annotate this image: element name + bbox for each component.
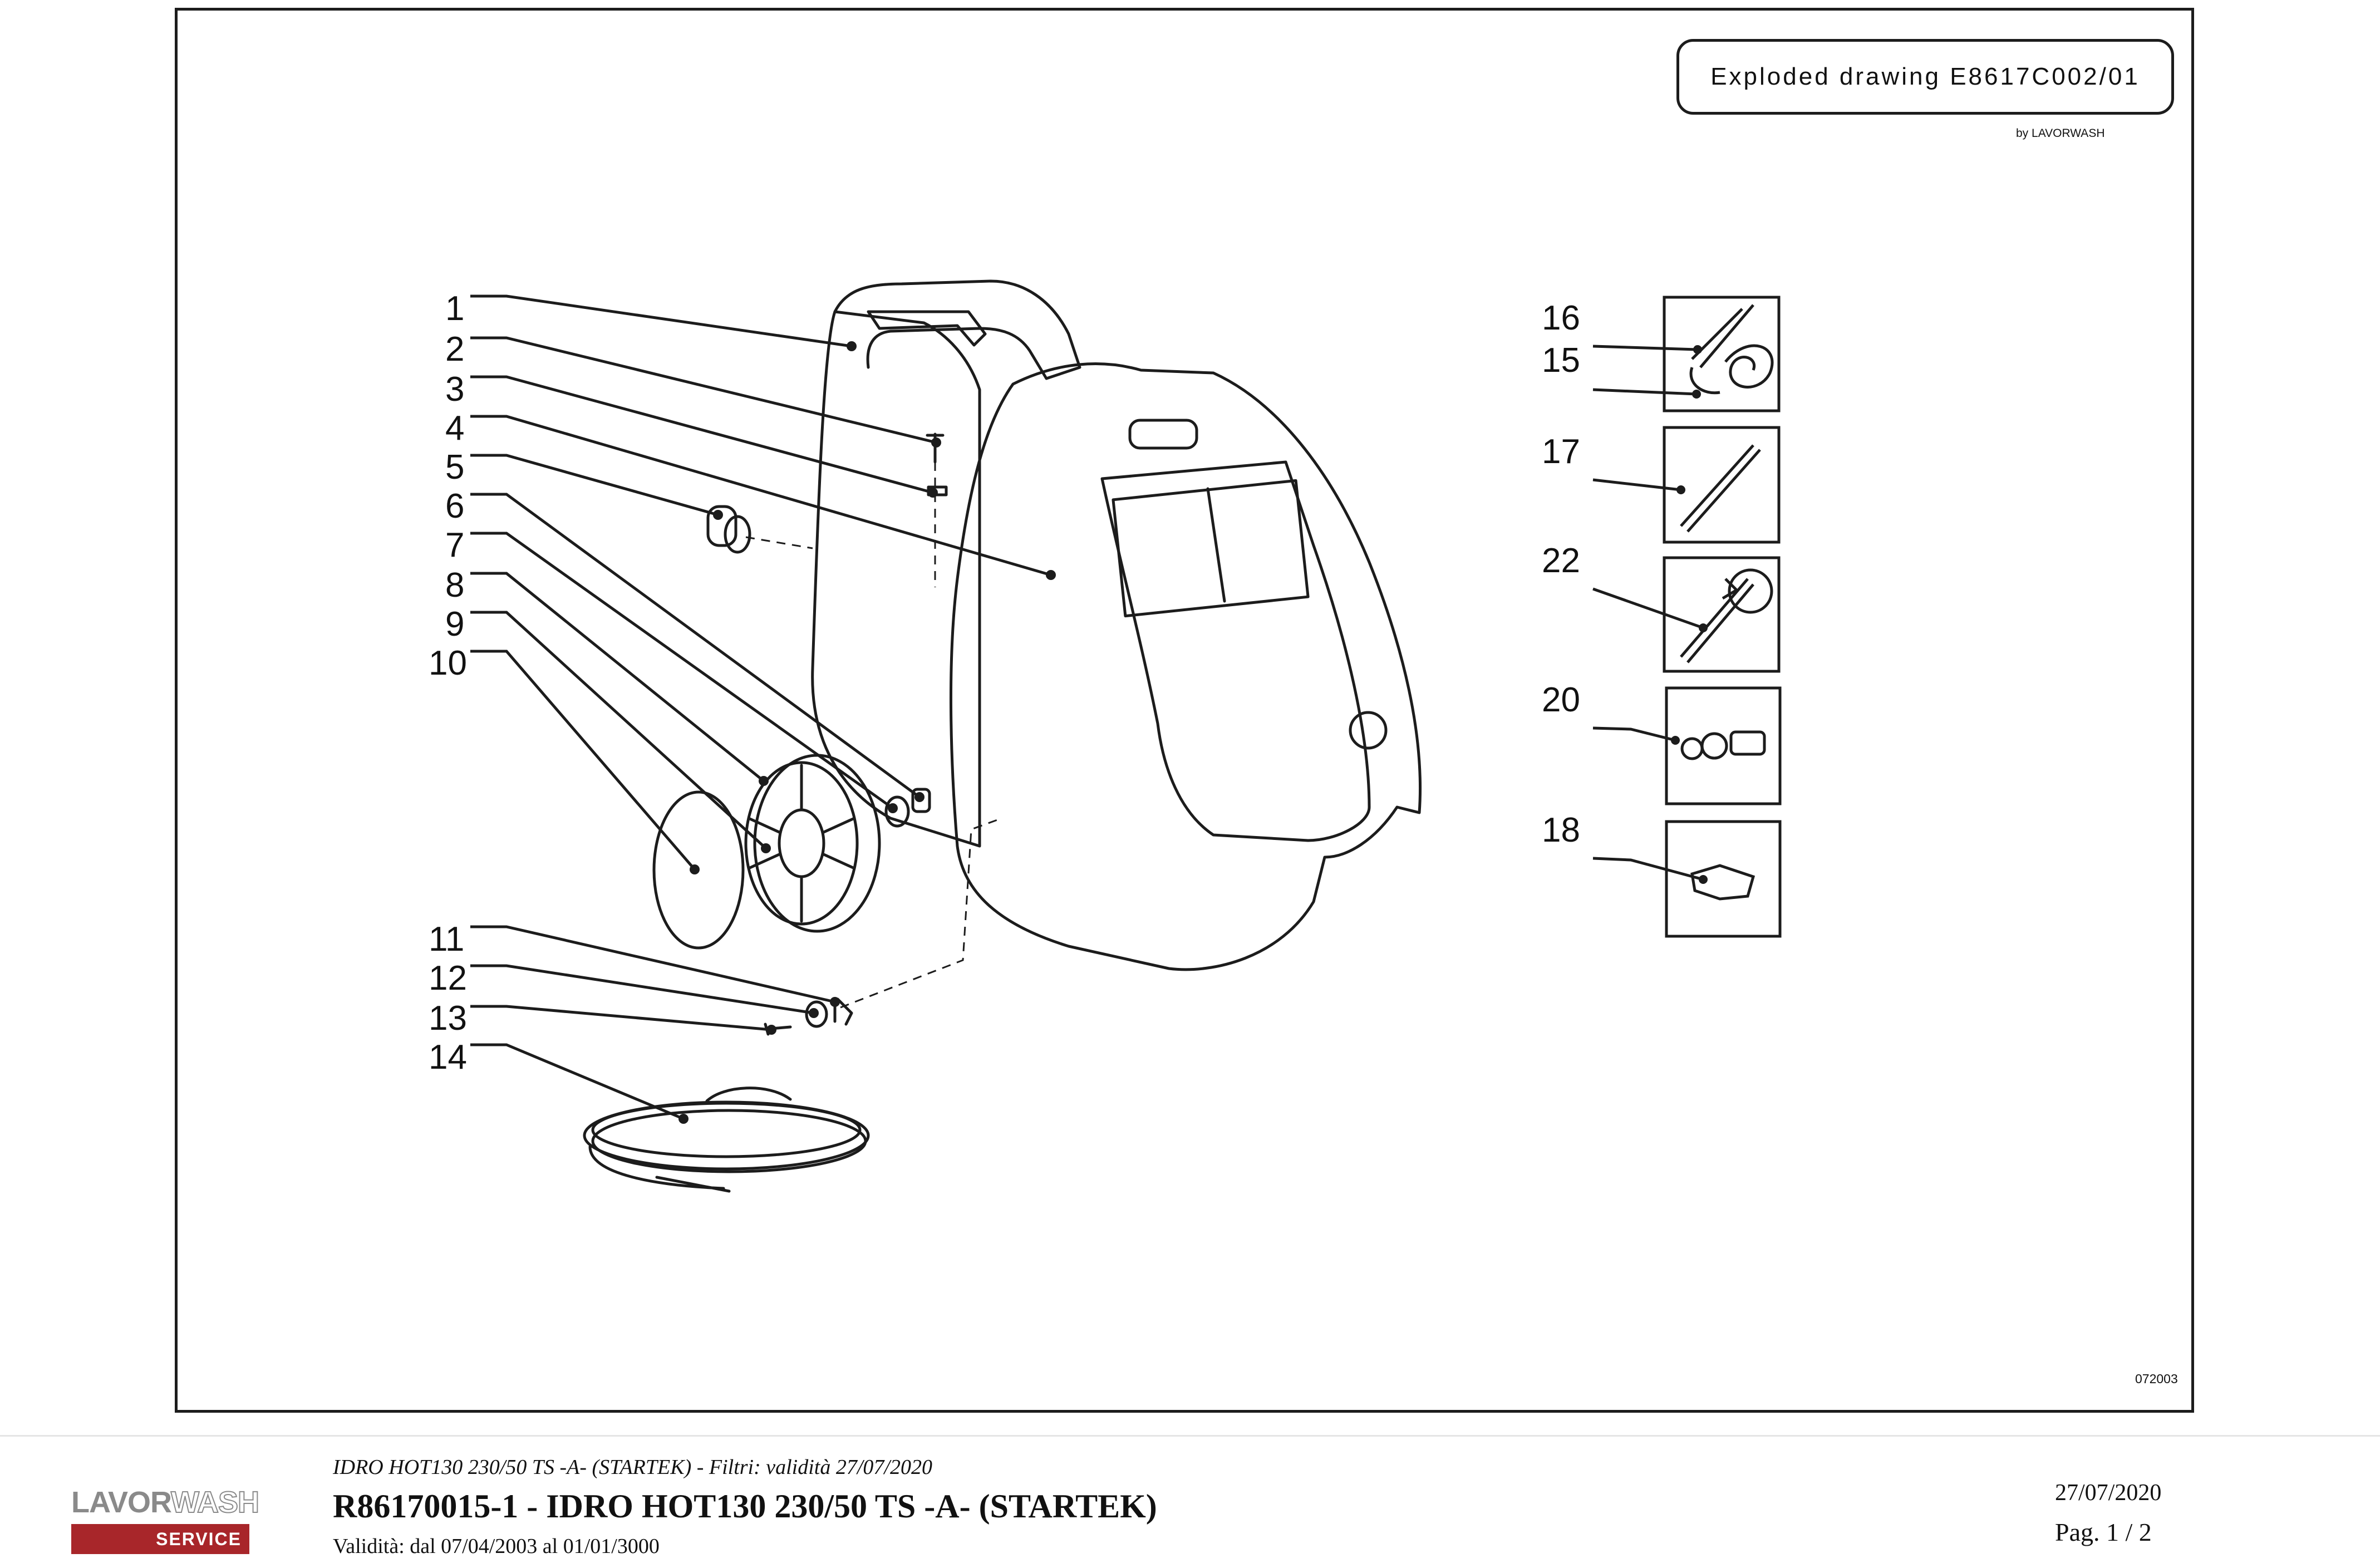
drawing-code: 072003	[2135, 1372, 2178, 1386]
logo-service-bar: SERVICE	[71, 1524, 249, 1554]
frame-part	[811, 310, 981, 848]
part-label-12: 12	[429, 959, 467, 997]
part-label-7: 7	[445, 526, 464, 564]
handle-grip	[867, 310, 987, 347]
part-label-6: 6	[445, 487, 464, 525]
lavorwash-logo: LAVORWASH SERVICE	[71, 1485, 260, 1556]
handle-part	[833, 279, 1081, 380]
part-label-15: 15	[1542, 341, 1580, 380]
part-label-9: 9	[445, 605, 464, 643]
cover-inner	[1100, 460, 1371, 842]
hubcap	[652, 790, 745, 950]
cover-slot	[1128, 419, 1198, 450]
part-label-2: 2	[445, 330, 464, 368]
part-label-4: 4	[445, 409, 464, 448]
accessory-box-hose	[1663, 296, 1781, 412]
part-label-14: 14	[429, 1038, 467, 1077]
part-label-16: 16	[1542, 299, 1580, 337]
drawing-frame	[175, 8, 2194, 1413]
validity-line: Validità: dal 07/04/2003 al 01/01/3000	[333, 1535, 660, 1558]
part-label-11: 11	[429, 920, 464, 959]
accessory-box-lance	[1663, 426, 1781, 544]
page-number: Pag. 1 / 2	[2055, 1518, 2152, 1546]
accessory-box-fitting	[1665, 686, 1782, 805]
part-label-10: 10	[429, 644, 467, 682]
cover-window	[1112, 479, 1310, 618]
part-label-1: 1	[445, 289, 464, 328]
accessory-box-nozzle	[1665, 820, 1782, 938]
part-label-17: 17	[1542, 432, 1580, 471]
cover-part	[949, 362, 1422, 971]
cover-knob	[1349, 711, 1388, 750]
part-label-8: 8	[445, 566, 464, 604]
logo-wordmark: LAVORWASH	[71, 1485, 260, 1520]
part-label-20: 20	[1542, 681, 1580, 719]
drawing-credit: by LAVORWASH	[2016, 127, 2105, 140]
bushing-part	[706, 505, 737, 547]
drawing-title: Exploded drawing E8617C002/01	[1676, 39, 2174, 115]
print-date: 27/07/2020	[2055, 1480, 2162, 1506]
wheel-tire	[753, 754, 881, 933]
part-label-13: 13	[429, 999, 467, 1038]
product-title: R86170015-1 - IDRO HOT130 230/50 TS -A- …	[333, 1488, 1157, 1525]
part-label-18: 18	[1542, 811, 1580, 849]
axle-part	[911, 788, 931, 813]
footer-divider	[0, 1435, 2380, 1437]
part-label-22: 22	[1542, 542, 1580, 580]
filter-line: IDRO HOT130 230/50 TS -A- (STARTEK) - Fi…	[333, 1456, 932, 1479]
part-label-3: 3	[445, 370, 464, 409]
washer-part	[884, 795, 910, 828]
part-label-5: 5	[445, 448, 464, 486]
